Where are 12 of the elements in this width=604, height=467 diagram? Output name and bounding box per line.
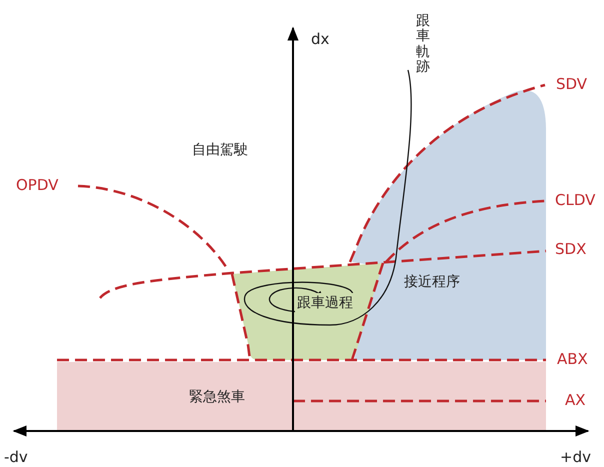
axis-label: ABX [557,352,588,367]
region-label: 跟車過程 [295,293,355,313]
axis-label: SDX [555,242,586,257]
axis-label: 跟車軌跡 [416,14,430,76]
axis-label: 自由駕駛 [192,143,248,157]
axis-label: CLDV [555,193,596,208]
axis-label: OPDV [16,178,58,193]
axis-label: dx [311,32,330,47]
axis-label: SDV [556,77,588,92]
axis-label: -dv [4,450,28,465]
axis-label: AX [565,393,586,408]
axis-label: +dv [560,450,591,465]
